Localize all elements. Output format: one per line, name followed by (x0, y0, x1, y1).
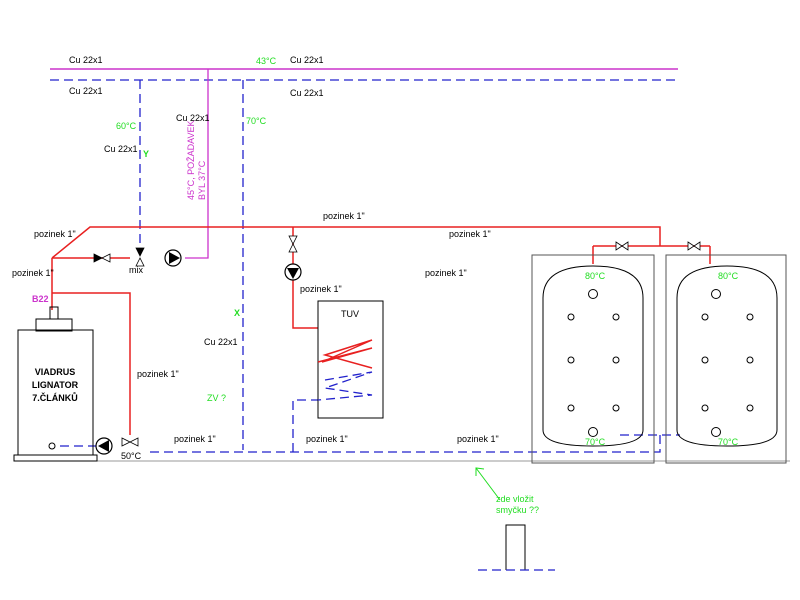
tuv-supply-pipe (292, 227, 318, 329)
tuv-heating-coil (317, 339, 373, 369)
feed-pipe (185, 69, 209, 259)
tank1-bottom-temp: 70°C (585, 437, 606, 447)
pipe-pozinek-top-center: pozinek 1" (323, 211, 365, 221)
tank-sensor-ports (567, 313, 754, 412)
requirement-note-1: 45°C, POŽADAVEK (186, 121, 196, 200)
pump-icon (95, 249, 302, 455)
requirement-note-2: BYL 37°C (197, 160, 207, 200)
boiler-name-3: 7.ČLÁNKŮ (32, 392, 78, 403)
tank-left (531, 254, 655, 464)
boiler-name-1: VIADRUS (35, 367, 76, 377)
loop-pipe (505, 524, 526, 570)
tank-right (665, 254, 787, 464)
note-line-2: smyčku ?? (496, 505, 539, 515)
note-arrow-head (475, 467, 485, 476)
tuv-tank (317, 300, 384, 419)
pipe-pozinek-boiler-down: pozinek 1" (137, 369, 179, 379)
temp-70-branch: 70°C (246, 116, 267, 126)
pipe-cu-branch-x: Cu 22x1 (204, 337, 238, 347)
thermometer-icon (588, 289, 721, 437)
pipe-pozinek-bottom-a: pozinek 1" (174, 434, 216, 444)
tuv-return-pipe (292, 399, 318, 452)
supply-main-pipe (51, 226, 661, 259)
valve-icon (93, 235, 701, 447)
temp-60: 60°C (116, 121, 137, 131)
pipe-pozinek-tuv-pump: pozinek 1" (300, 284, 342, 294)
tuv-return-coil (317, 371, 373, 401)
note-line-1: zde vložit (496, 494, 534, 504)
marker-y: Y (143, 149, 149, 159)
boiler (13, 306, 98, 462)
header-supply-label-left: Cu 22x1 (69, 55, 103, 65)
pipe-pozinek-bottom-b: pozinek 1" (306, 434, 348, 444)
marker-x: X (234, 308, 240, 318)
temp-50: 50°C (121, 451, 142, 461)
zv-label: ZV ? (207, 393, 226, 403)
boiler-name-2: LIGNATOR (32, 380, 79, 390)
tank2-bottom-temp: 70°C (718, 437, 739, 447)
pipe-pozinek-right-upper: pozinek 1" (449, 229, 491, 239)
temp-43: 43°C (256, 56, 277, 66)
mix-label: mix (129, 265, 143, 275)
header-return-label-left: Cu 22x1 (69, 86, 103, 96)
pipe-cu-branch-y: Cu 22x1 (104, 144, 138, 154)
tank1-top-temp: 80°C (585, 271, 606, 281)
b22-sensor-label: B22 (32, 294, 49, 304)
pipe-pozinek-left-lower: pozinek 1" (12, 268, 54, 278)
header-supply-label-right: Cu 22x1 (290, 55, 324, 65)
header-return-label-right: Cu 22x1 (290, 88, 324, 98)
pipe-pozinek-bottom-c: pozinek 1" (457, 434, 499, 444)
pipe-cu-feed: Cu 22x1 (176, 113, 210, 123)
tank2-top-temp: 80°C (718, 271, 739, 281)
boiler-supply-pipe (52, 292, 131, 435)
pipe-pozinek-center-mid: pozinek 1" (425, 268, 467, 278)
note-arrow (475, 467, 501, 501)
pipe-pozinek-left-upper: pozinek 1" (34, 229, 76, 239)
tuv-label: TUV (341, 309, 359, 319)
return-main-pipe (150, 435, 661, 453)
